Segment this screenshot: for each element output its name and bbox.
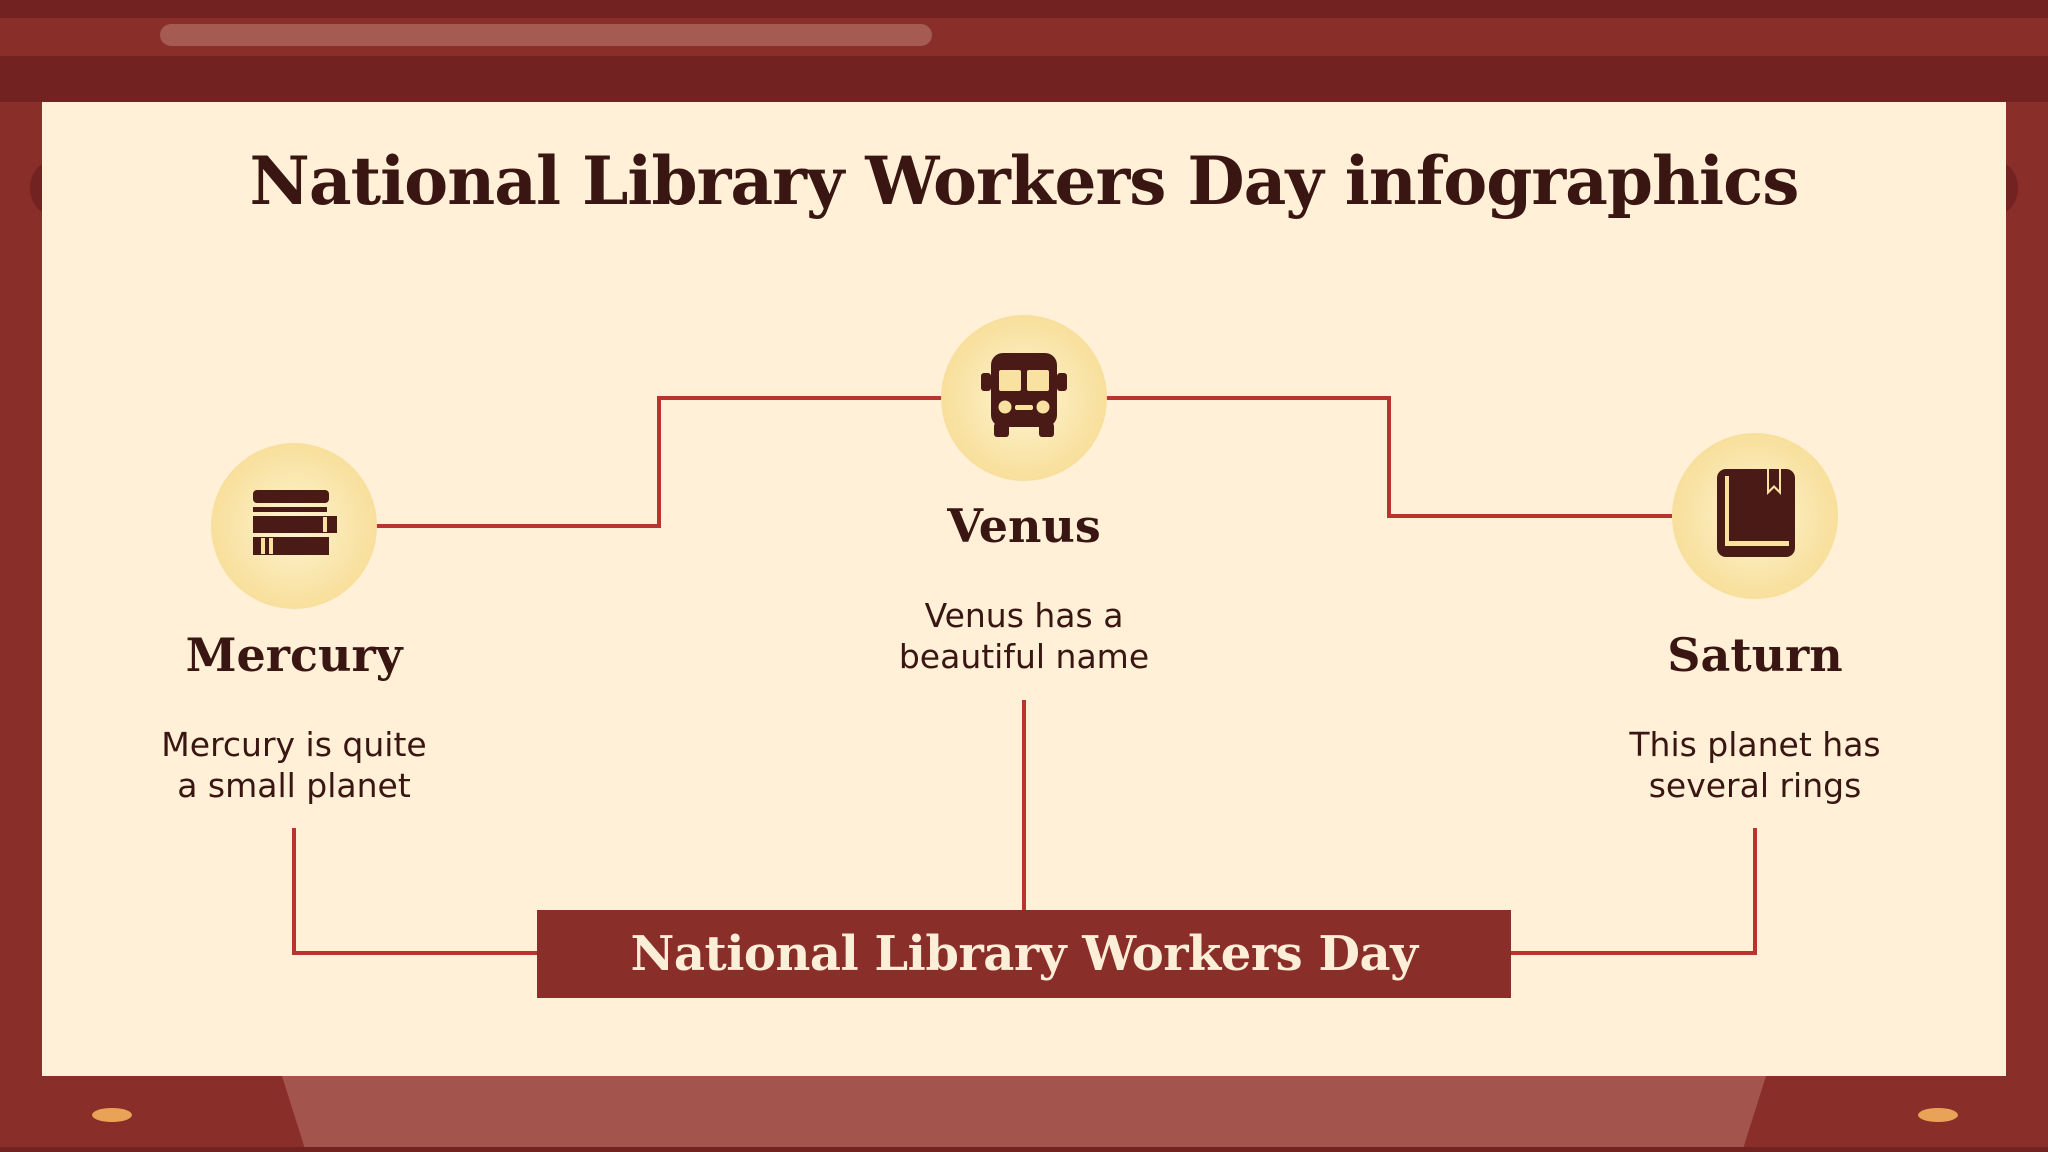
venus-heading: Venus (947, 499, 1101, 553)
saturn-description: This planet has several rings (1629, 725, 1881, 805)
connector-lines (292, 396, 1757, 955)
mercury-icon-circle (211, 443, 377, 609)
mercury-description: Mercury is quite a small planet (161, 725, 427, 805)
mercury-heading: Mercury (185, 628, 403, 682)
slide-title: National Library Workers Day infographic… (249, 142, 1800, 220)
books-icon (253, 490, 337, 555)
venus-icon-circle (941, 315, 1107, 481)
banner-label: National Library Workers Day (537, 910, 1511, 998)
book-icon (1717, 469, 1795, 557)
saturn-heading: Saturn (1667, 628, 1843, 682)
bus-icon (981, 353, 1067, 437)
saturn-icon-circle (1672, 433, 1838, 599)
venus-description: Venus has a beautiful name (898, 596, 1150, 676)
